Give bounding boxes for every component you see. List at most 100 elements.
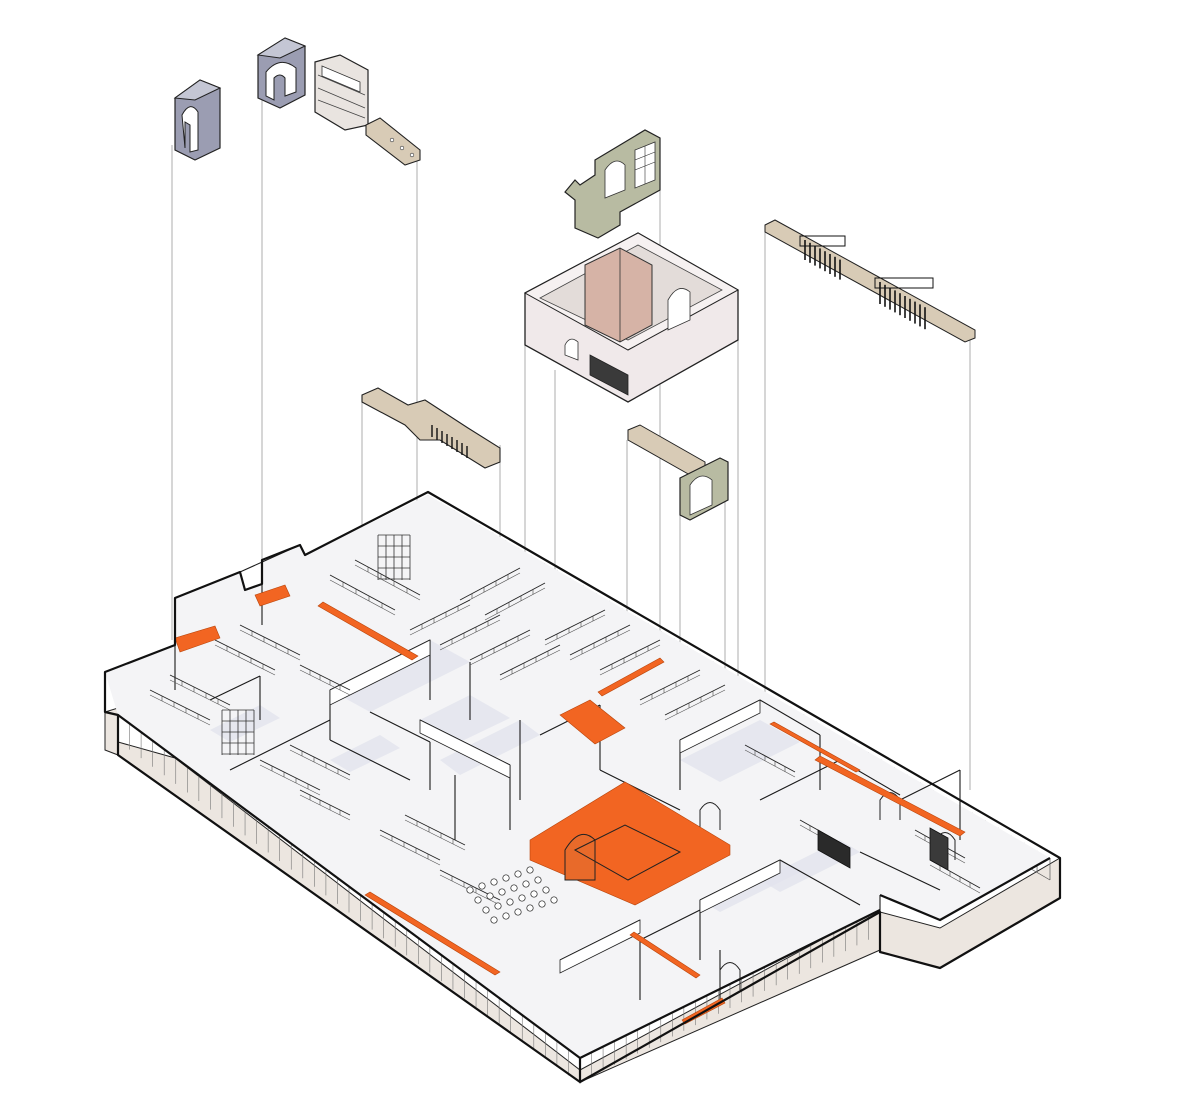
desk-row	[439, 614, 501, 646]
arched-portal-module	[173, 79, 222, 161]
desk-row	[664, 684, 726, 716]
desk-row	[259, 759, 321, 791]
desk-row	[169, 679, 231, 711]
desk-row	[149, 694, 211, 726]
desk-row	[289, 744, 351, 776]
highlight-zone	[317, 601, 419, 661]
wall-shadow	[440, 720, 540, 775]
highlight-zones	[174, 584, 966, 1025]
partition-wall	[759, 759, 841, 801]
desk-row	[239, 624, 301, 656]
exploded-modules	[173, 37, 976, 521]
desk-row	[404, 819, 466, 851]
partition-wall	[369, 711, 431, 743]
arch-door	[719, 962, 741, 990]
chair	[494, 902, 502, 910]
desk-row	[289, 749, 351, 781]
chair	[466, 886, 474, 894]
hanger-frame	[799, 235, 846, 247]
desk-row	[459, 572, 521, 606]
desk-row	[214, 644, 276, 676]
desk-row	[149, 689, 211, 721]
room-footprint	[573, 824, 682, 881]
desk-row	[499, 649, 561, 681]
arched-wall-module	[627, 424, 729, 521]
floor-outline	[103, 490, 1062, 1084]
desk-row	[214, 639, 276, 671]
highlight-zone	[629, 931, 701, 979]
chair	[502, 912, 510, 920]
desk-row	[569, 624, 631, 656]
partition-wall	[229, 719, 331, 771]
wall-face	[419, 719, 511, 779]
hanger-frame	[874, 277, 934, 289]
partition-wall	[759, 699, 821, 736]
desk-row	[239, 629, 301, 661]
wall-shadow	[330, 640, 470, 712]
chair	[478, 882, 486, 890]
desk-row	[664, 689, 726, 721]
chair	[522, 880, 530, 888]
chair	[514, 870, 522, 878]
desk-row	[259, 764, 321, 796]
desk-row	[744, 749, 796, 778]
chair	[550, 896, 558, 904]
highlight-zone	[597, 657, 665, 697]
wall-shadow	[420, 695, 510, 742]
desk-row	[329, 579, 396, 616]
wall-shadow	[210, 705, 280, 742]
chair	[518, 894, 526, 902]
furniture	[149, 534, 981, 990]
bench-rail-module	[361, 387, 501, 469]
meeting-room-module	[523, 232, 740, 403]
desk-row	[569, 629, 631, 661]
chair	[474, 896, 482, 904]
desk-row	[354, 559, 421, 596]
desk-row	[599, 639, 661, 671]
highlight-zone	[559, 699, 626, 745]
room-footprint	[564, 833, 596, 881]
chair	[498, 888, 506, 896]
desk-row	[469, 634, 531, 666]
library-wall-module	[564, 129, 661, 239]
wall-face	[699, 859, 781, 914]
wall-face	[679, 699, 761, 754]
shelving-unit-module	[314, 54, 369, 131]
chair	[490, 878, 498, 886]
desk-row	[929, 864, 981, 894]
arch-door	[699, 802, 721, 830]
desk-row	[544, 609, 606, 641]
floor-surface	[105, 495, 1050, 1058]
wall-shadow	[330, 735, 400, 772]
chair	[486, 892, 494, 900]
partition-wall	[329, 739, 411, 781]
chair	[490, 916, 498, 924]
chair	[482, 906, 490, 914]
chair	[542, 886, 550, 894]
desk-row	[354, 564, 421, 601]
bench-rail-module	[365, 117, 421, 166]
chair	[510, 884, 518, 892]
desk-row	[599, 644, 661, 676]
desk-row	[299, 794, 351, 821]
highlight-zone	[254, 584, 291, 607]
desk-row	[299, 664, 351, 691]
floor-outline	[117, 714, 1051, 1082]
hanger-rail-module	[764, 219, 976, 343]
desk-row	[329, 574, 396, 611]
partition-wall	[779, 859, 861, 906]
desk-row	[379, 834, 441, 866]
server-rack	[817, 829, 851, 869]
wall-shadow	[680, 720, 800, 782]
desk-row	[459, 567, 521, 601]
desk-row	[744, 744, 796, 773]
desk-row	[299, 669, 351, 696]
chair	[526, 866, 534, 874]
chair	[502, 874, 510, 882]
desk-row	[299, 789, 351, 816]
partition-wall	[899, 769, 961, 801]
floor-plate	[103, 490, 1062, 1084]
facade-mullions	[117, 715, 581, 1084]
desk-row	[469, 629, 531, 661]
